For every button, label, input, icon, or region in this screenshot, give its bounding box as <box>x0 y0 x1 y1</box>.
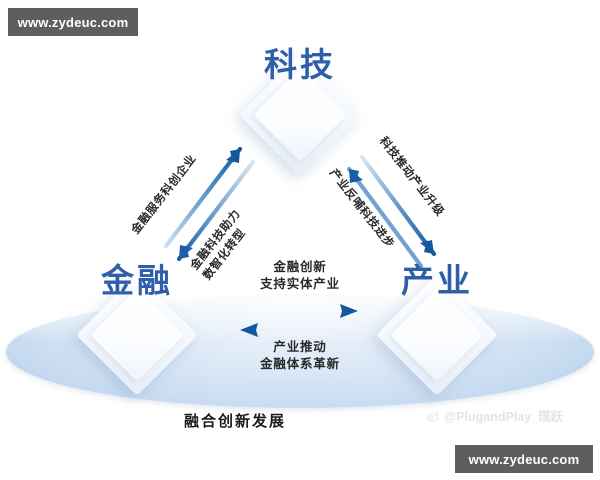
diagram-caption: 融合创新发展 <box>183 412 286 430</box>
node-tech-label: 科技 <box>264 45 336 84</box>
label-line: 科技推动产业升级 <box>376 133 448 219</box>
watermark-bottom-site: www.zydeuc.com <box>455 445 593 473</box>
label-finance-to-tech: 金融服务科创企业 <box>128 152 199 238</box>
node-finance[interactable]: 金融 <box>62 258 212 396</box>
weibo-icon <box>426 410 439 422</box>
weibo-handle-text: @PlugandPlay_璞跃 <box>444 410 564 424</box>
node-industry[interactable]: 产业 <box>362 258 512 396</box>
label-finance-to-industry: 金融创新 支持实体产业 <box>0 258 600 292</box>
label-line: 金融体系革新 <box>260 356 340 371</box>
watermark-top-site: www.zydeuc.com <box>8 8 138 36</box>
label-industry-to-finance: 产业推动 金融体系革新 <box>0 338 600 372</box>
label-line: 金融服务科创企业 <box>128 151 199 237</box>
node-industry-label: 产业 <box>401 261 473 300</box>
watermark-weibo: @PlugandPlay_璞跃 <box>426 406 563 425</box>
label-line: 金融创新 <box>273 259 327 274</box>
label-line: 支持实体产业 <box>260 276 340 291</box>
label-industry-to-tech: 产业反哺科技进步 <box>326 165 398 252</box>
node-finance-label: 金融 <box>101 261 173 300</box>
label-line: 产业推动 <box>273 339 327 354</box>
node-tech[interactable]: 科技 <box>225 38 375 176</box>
label-tech-to-industry: 科技推动产业升级 <box>376 133 448 220</box>
label-line: 产业反哺科技进步 <box>326 165 398 251</box>
